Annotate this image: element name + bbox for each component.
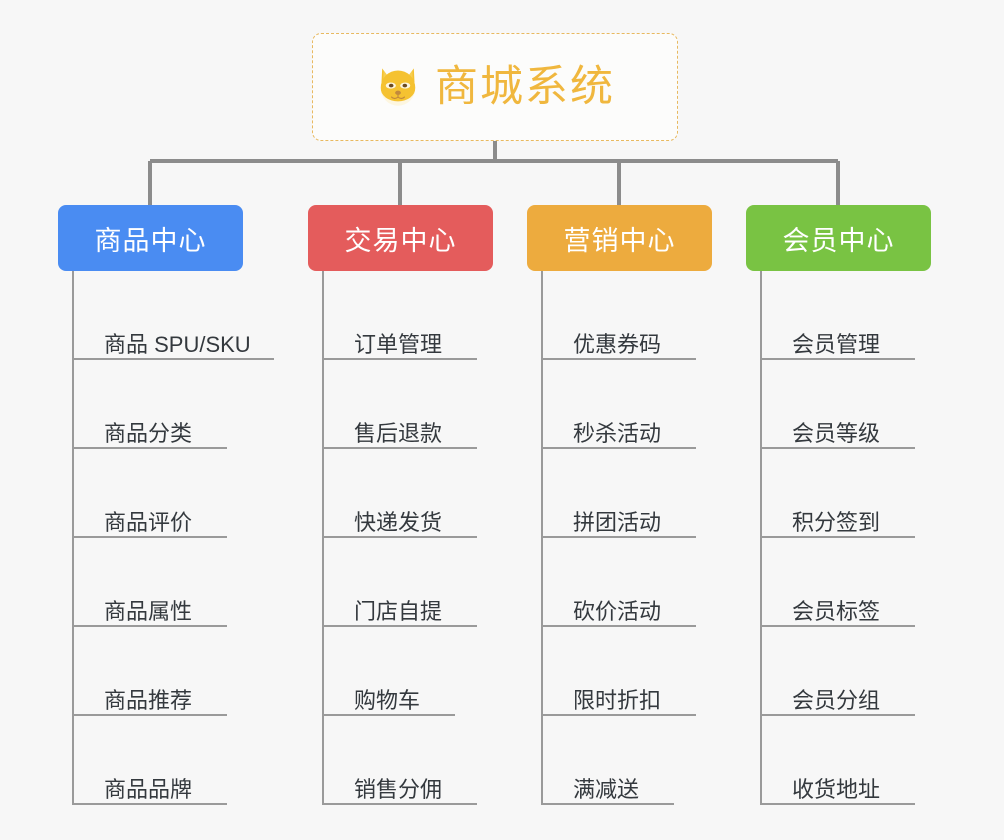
leaf-underline — [322, 536, 477, 538]
leaf-underline — [541, 536, 696, 538]
leaf-underline — [72, 714, 227, 716]
leaf-label: 商品品牌 — [104, 776, 193, 802]
leaf-label: 会员分组 — [792, 687, 881, 713]
leaf-item[interactable]: 销售分佣 — [308, 716, 493, 805]
leaf-underline — [72, 803, 227, 805]
category-column-product-center: 商品中心商品 SPU/SKU 商品分类商品评价商品属性商品推荐商品品牌 — [58, 205, 274, 805]
category-header-label: 营销中心 — [563, 225, 676, 256]
leaf-label: 商品属性 — [104, 598, 193, 624]
leaf-item[interactable]: 商品 SPU/SKU — [58, 271, 274, 360]
leaf-underline — [322, 803, 477, 805]
leaf-underline — [760, 536, 915, 538]
category-column-trade-center: 交易中心订单管理售后退款快递发货门店自提购物车销售分佣 — [308, 205, 493, 805]
leaf-item[interactable]: 拼团活动 — [527, 449, 712, 538]
leaf-label: 满减送 — [573, 776, 640, 802]
leaf-underline — [72, 358, 274, 360]
leaf-item[interactable]: 秒杀活动 — [527, 360, 712, 449]
leaf-underline — [541, 358, 696, 360]
leaf-label: 商品 SPU/SKU — [104, 331, 251, 357]
leaf-underline — [760, 803, 915, 805]
leaf-list: 订单管理售后退款快递发货门店自提购物车销售分佣 — [308, 271, 493, 805]
leaf-item[interactable]: 会员管理 — [746, 271, 931, 360]
leaf-label: 限时折扣 — [573, 687, 662, 713]
leaf-item[interactable]: 商品推荐 — [58, 627, 243, 716]
leaf-label: 会员等级 — [792, 420, 881, 446]
leaf-underline — [760, 447, 915, 449]
leaf-label: 会员管理 — [792, 331, 881, 357]
leaf-list: 优惠券码秒杀活动拼团活动砍价活动限时折扣满减送 — [527, 271, 712, 805]
leaf-item[interactable]: 会员标签 — [746, 538, 931, 627]
leaf-item[interactable]: 快递发货 — [308, 449, 493, 538]
leaf-label: 订单管理 — [354, 331, 443, 357]
category-header-label: 会员中心 — [782, 225, 895, 256]
leaf-label: 商品推荐 — [104, 687, 193, 713]
leaf-item[interactable]: 商品品牌 — [58, 716, 243, 805]
leaf-underline — [760, 714, 915, 716]
leaf-label: 秒杀活动 — [573, 420, 662, 446]
leaf-item[interactable]: 会员分组 — [746, 627, 931, 716]
leaf-label: 会员标签 — [792, 598, 881, 624]
leaf-item[interactable]: 售后退款 — [308, 360, 493, 449]
category-header-label: 商品中心 — [94, 225, 207, 256]
leaf-label: 快递发货 — [354, 509, 443, 535]
leaf-label: 商品评价 — [104, 509, 193, 535]
leaf-label: 售后退款 — [354, 420, 443, 446]
leaf-underline — [541, 803, 674, 805]
leaf-item[interactable]: 积分签到 — [746, 449, 931, 538]
leaf-underline — [541, 625, 696, 627]
leaf-underline — [760, 358, 915, 360]
leaf-spine — [760, 271, 762, 805]
leaf-spine — [541, 271, 543, 805]
category-column-member-center: 会员中心会员管理会员等级积分签到会员标签会员分组收货地址 — [746, 205, 931, 805]
category-header-marketing-center[interactable]: 营销中心 — [527, 205, 712, 271]
leaf-underline — [322, 714, 455, 716]
leaf-label: 收货地址 — [792, 776, 881, 802]
leaf-label: 商品分类 — [104, 420, 193, 446]
root-title: 商城系统 — [435, 62, 615, 111]
leaf-item[interactable]: 砍价活动 — [527, 538, 712, 627]
category-header-label: 交易中心 — [344, 225, 457, 256]
leaf-underline — [541, 447, 696, 449]
leaf-label: 购物车 — [354, 687, 421, 713]
leaf-item[interactable]: 限时折扣 — [527, 627, 712, 716]
category-header-member-center[interactable]: 会员中心 — [746, 205, 931, 271]
leaf-label: 拼团活动 — [573, 509, 662, 535]
leaf-label: 优惠券码 — [573, 331, 662, 357]
leaf-label: 门店自提 — [354, 598, 443, 624]
leaf-underline — [322, 358, 477, 360]
leaf-item[interactable]: 商品属性 — [58, 538, 243, 627]
category-column-marketing-center: 营销中心优惠券码秒杀活动拼团活动砍价活动限时折扣满减送 — [527, 205, 712, 805]
leaf-item[interactable]: 商品评价 — [58, 449, 243, 538]
category-header-trade-center[interactable]: 交易中心 — [308, 205, 493, 271]
leaf-underline — [760, 625, 915, 627]
leaf-item[interactable]: 满减送 — [527, 716, 712, 805]
leaf-spine — [72, 271, 74, 805]
leaf-underline — [322, 447, 477, 449]
leaf-item[interactable]: 收货地址 — [746, 716, 931, 805]
leaf-underline — [72, 536, 227, 538]
leaf-item[interactable]: 门店自提 — [308, 538, 493, 627]
leaf-item[interactable]: 购物车 — [308, 627, 493, 716]
leaf-item[interactable]: 优惠券码 — [527, 271, 712, 360]
root-node[interactable]: 商城系统 — [312, 33, 678, 141]
leaf-item[interactable]: 商品分类 — [58, 360, 243, 449]
leaf-underline — [541, 714, 696, 716]
category-header-product-center[interactable]: 商品中心 — [58, 205, 243, 271]
leaf-list: 商品 SPU/SKU 商品分类商品评价商品属性商品推荐商品品牌 — [58, 271, 274, 805]
leaf-label: 砍价活动 — [573, 598, 662, 624]
leaf-list: 会员管理会员等级积分签到会员标签会员分组收货地址 — [746, 271, 931, 805]
leaf-item[interactable]: 订单管理 — [308, 271, 493, 360]
leaf-label: 销售分佣 — [354, 776, 443, 802]
dog-face-icon — [375, 64, 421, 110]
leaf-underline — [322, 625, 477, 627]
leaf-underline — [72, 447, 227, 449]
leaf-spine — [322, 271, 324, 805]
leaf-underline — [72, 625, 227, 627]
leaf-item[interactable]: 会员等级 — [746, 360, 931, 449]
leaf-label: 积分签到 — [792, 509, 881, 535]
